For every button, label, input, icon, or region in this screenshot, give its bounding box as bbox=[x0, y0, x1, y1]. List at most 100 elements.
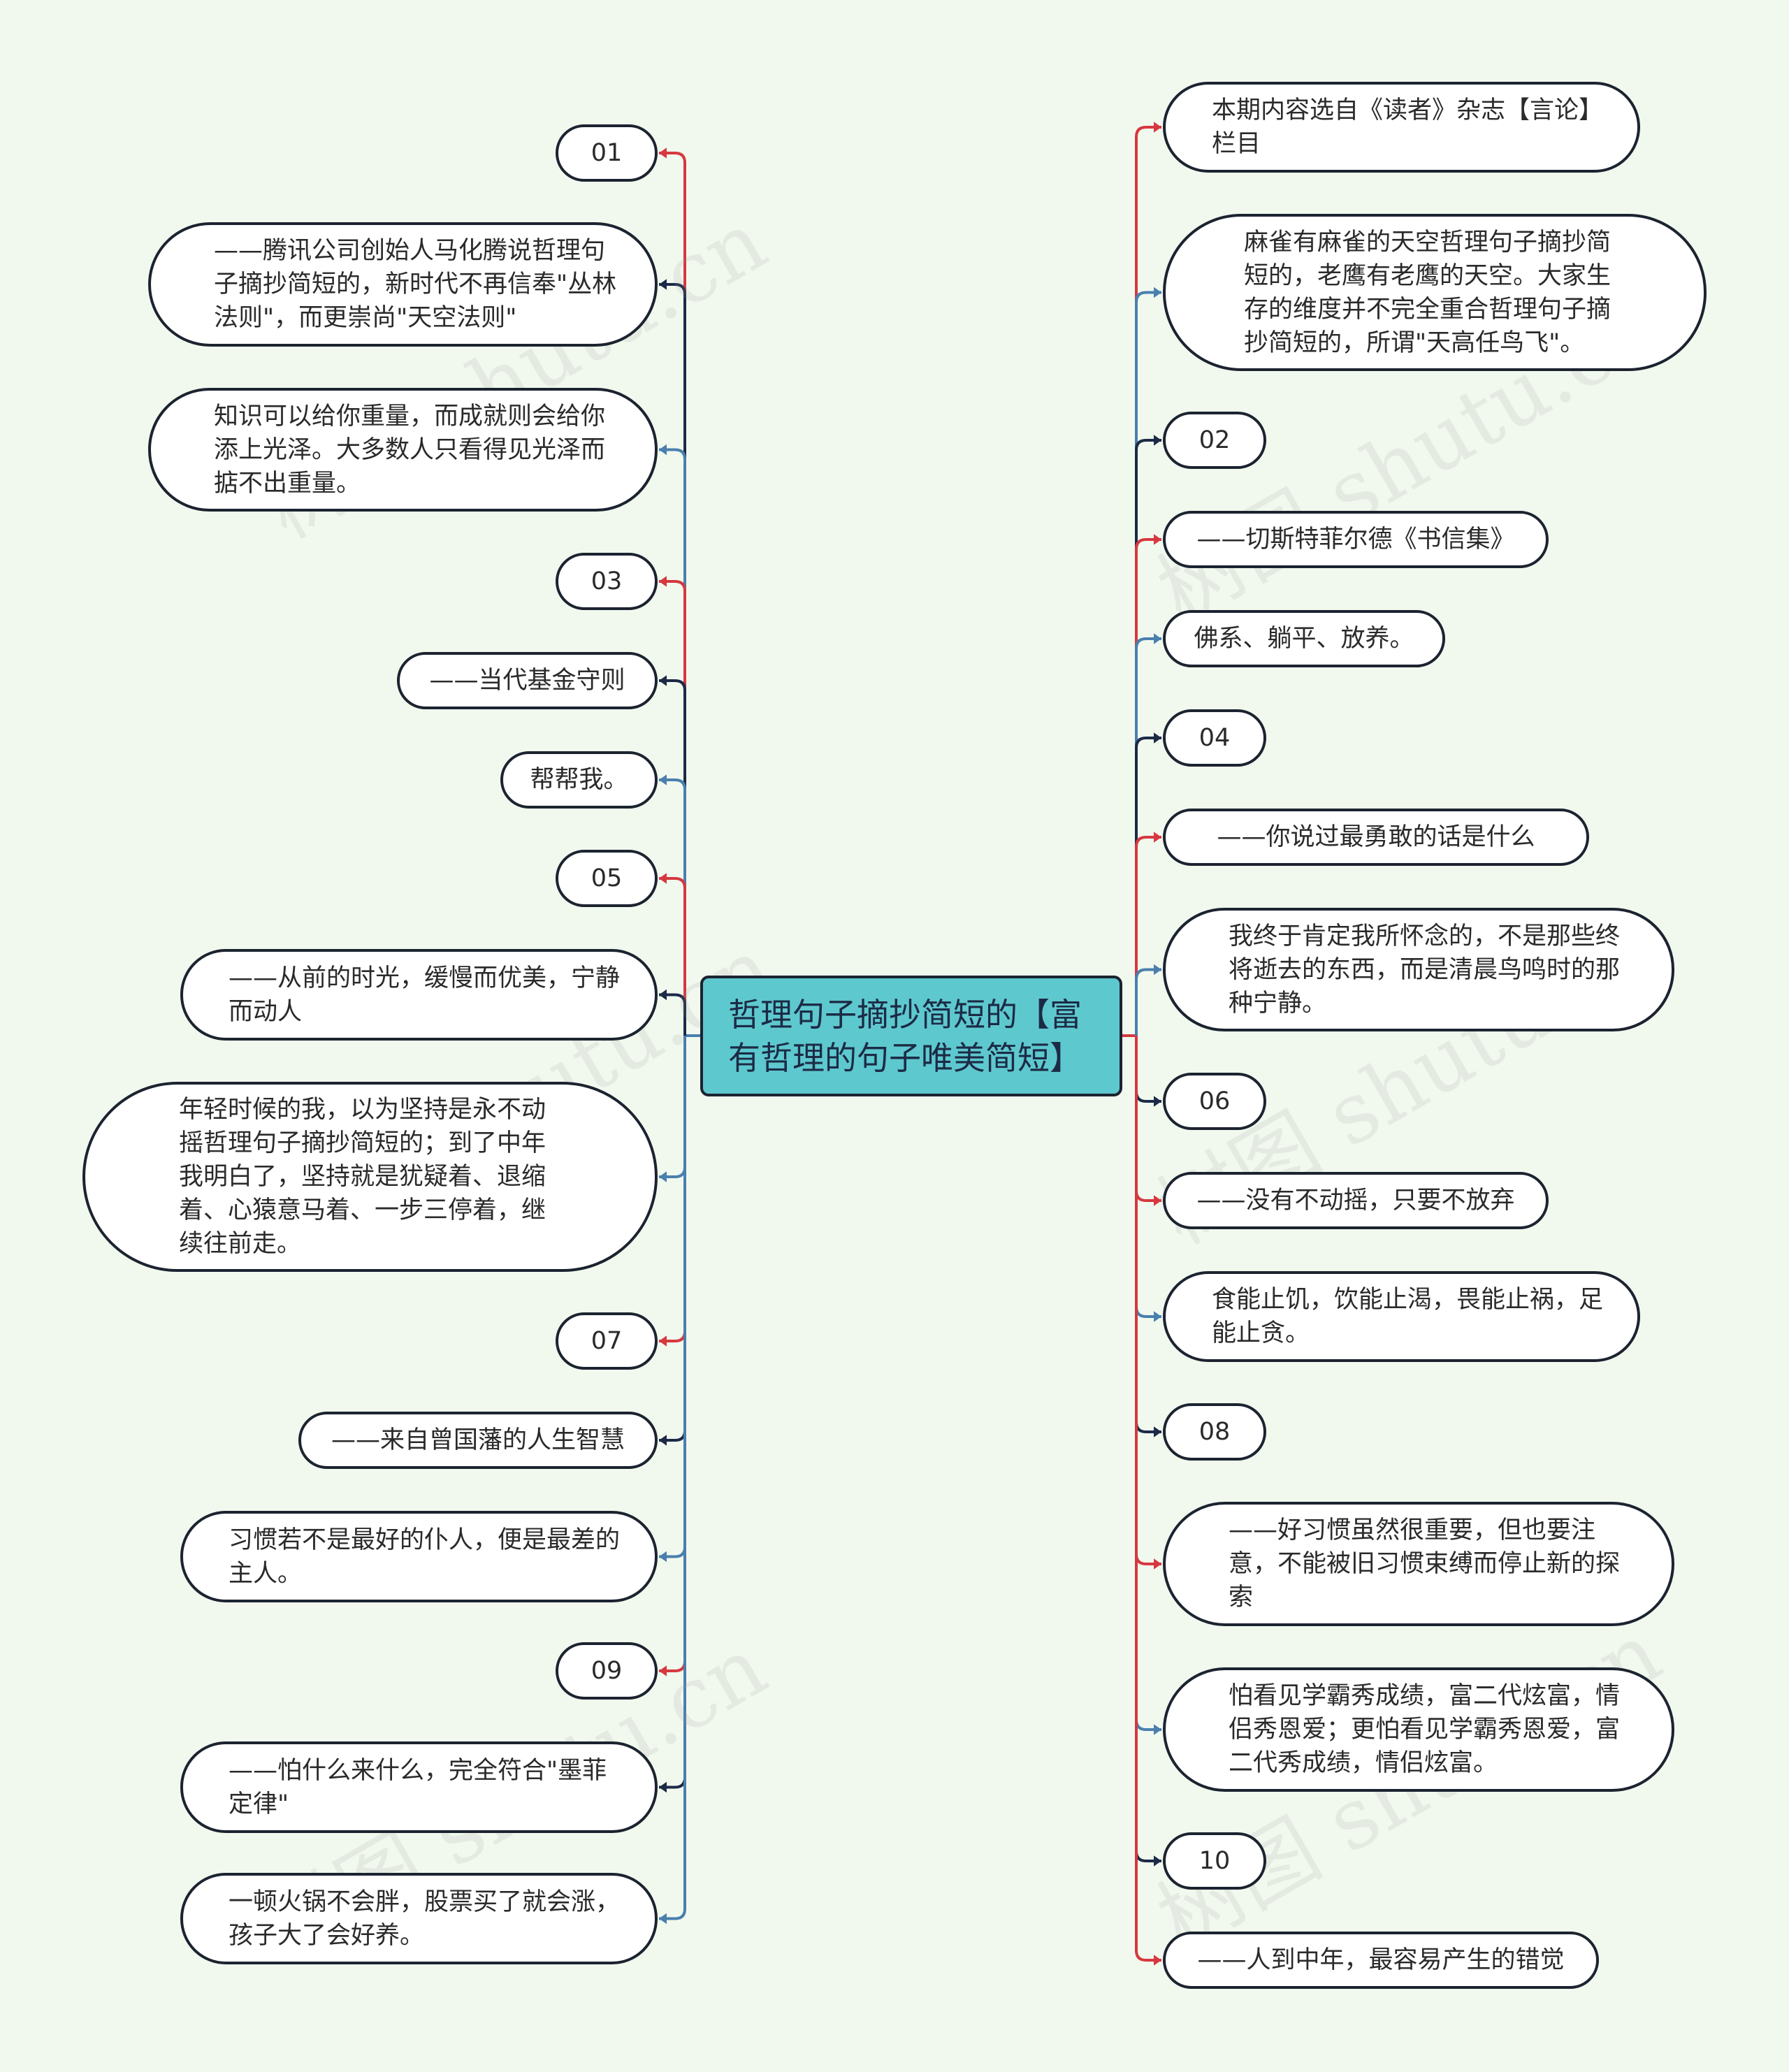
branch-connector bbox=[1135, 1036, 1161, 1731]
node-text[interactable]: 我终于肯定我所怀念的，不是那些终将逝去的东西，而是清晨鸟鸣时的那种宁静。 bbox=[1163, 908, 1674, 1031]
node-quote[interactable]: ——人到中年，最容易产生的错觉 bbox=[1163, 1932, 1599, 1989]
branch-connector bbox=[1135, 637, 1161, 1036]
branch-connector bbox=[659, 778, 686, 1036]
node-label: 04 bbox=[1198, 724, 1231, 752]
branch-connector bbox=[1135, 836, 1161, 1036]
connector-arrowhead bbox=[1154, 1855, 1161, 1867]
node-quote[interactable]: ——没有不动摇，只要不放弃 bbox=[1163, 1172, 1549, 1229]
connector-arrowhead bbox=[1154, 534, 1161, 545]
branch-connector bbox=[659, 152, 686, 1036]
connector-arrowhead bbox=[1154, 1195, 1161, 1206]
connector-arrowhead bbox=[659, 279, 667, 290]
connector-arrowhead bbox=[1154, 1724, 1161, 1735]
connector-arrowhead bbox=[659, 1665, 667, 1676]
node-label: ——来自曾国藩的人生智慧 bbox=[331, 1426, 625, 1454]
node-04[interactable]: 04 bbox=[1163, 709, 1266, 767]
node-label: 09 bbox=[591, 1657, 623, 1685]
node-label: ——人到中年，最容易产生的错觉 bbox=[1197, 1946, 1565, 1974]
branch-connector bbox=[1135, 1036, 1161, 1862]
branch-connector bbox=[1135, 538, 1161, 1036]
branch-connector bbox=[659, 448, 686, 1036]
connector-arrowhead bbox=[1154, 1558, 1161, 1570]
connector-arrowhead bbox=[1154, 832, 1161, 843]
node-03[interactable]: 03 bbox=[556, 553, 658, 610]
branch-connector bbox=[659, 877, 686, 1036]
root-topic-label: 哲理句子摘抄简短的【富有哲理的句子唯美简短】 bbox=[728, 995, 1082, 1077]
node-label: 麻雀有麻雀的天空哲理句子摘抄简短的，老鹰有老鹰的天空。大家生存的维度并不完全重合… bbox=[1244, 228, 1611, 357]
branch-connector bbox=[1135, 1036, 1161, 1103]
root-topic[interactable]: 哲理句子摘抄简短的【富有哲理的句子唯美简短】 bbox=[700, 976, 1122, 1096]
node-07[interactable]: 07 bbox=[556, 1312, 658, 1370]
branch-connector bbox=[659, 1036, 686, 1558]
branch-connector bbox=[1135, 1036, 1161, 1202]
node-quote[interactable]: ——好习惯虽然很重要，但也要注意，不能被旧习惯束缚而停止新的探索 bbox=[1163, 1502, 1674, 1626]
node-label: ——腾讯公司创始人马化腾说哲理句子摘抄简短的，新时代不再信奉"丛林法则"，而更崇… bbox=[214, 237, 617, 332]
connector-arrowhead bbox=[659, 1913, 667, 1925]
branch-connector bbox=[659, 1036, 686, 1342]
node-label: ——没有不动摇，只要不放弃 bbox=[1196, 1187, 1515, 1215]
node-quote[interactable]: ——你说过最勇敢的话是什么 bbox=[1163, 809, 1589, 866]
node-02[interactable]: 02 bbox=[1163, 412, 1266, 469]
connector-arrowhead bbox=[1154, 1955, 1161, 1966]
branch-connector bbox=[659, 1036, 686, 1789]
node-quote[interactable]: ——当代基金守则 bbox=[397, 652, 658, 709]
connector-arrowhead bbox=[1154, 1426, 1161, 1437]
node-label: 佛系、躺平、放养。 bbox=[1194, 625, 1414, 653]
branch-connector bbox=[1135, 291, 1161, 1036]
node-label: 06 bbox=[1198, 1087, 1231, 1115]
connector-arrowhead bbox=[659, 1551, 667, 1563]
node-label: 食能止饥，饮能止渴，畏能止祸，足能止贪。 bbox=[1212, 1286, 1604, 1347]
node-intro[interactable]: 本期内容选自《读者》杂志【言论】栏目 bbox=[1163, 82, 1640, 173]
node-text[interactable]: 食能止饥，饮能止渴，畏能止祸，足能止贪。 bbox=[1163, 1271, 1640, 1362]
branch-connector bbox=[659, 283, 686, 1036]
node-label: ——好习惯虽然很重要，但也要注意，不能被旧习惯束缚而停止新的探索 bbox=[1229, 1516, 1621, 1611]
node-label: 习惯若不是最好的仆人，便是最差的主人。 bbox=[229, 1526, 621, 1588]
node-text[interactable]: 帮帮我。 bbox=[500, 751, 658, 809]
node-quote[interactable]: ——来自曾国藩的人生智慧 bbox=[298, 1412, 658, 1469]
node-06[interactable]: 06 bbox=[1163, 1073, 1266, 1130]
connector-arrowhead bbox=[659, 675, 667, 686]
branch-connector bbox=[659, 1036, 686, 1178]
node-quote[interactable]: ——从前的时光，缓慢而优美，宁静而动人 bbox=[180, 949, 658, 1041]
node-quote[interactable]: ——怕什么来什么，完全符合"墨菲定律" bbox=[180, 1741, 658, 1833]
node-text[interactable]: 麻雀有麻雀的天空哲理句子摘抄简短的，老鹰有老鹰的天空。大家生存的维度并不完全重合… bbox=[1163, 214, 1707, 371]
connector-arrowhead bbox=[659, 1335, 667, 1347]
node-05[interactable]: 05 bbox=[556, 850, 658, 907]
connector-arrowhead bbox=[1154, 1096, 1161, 1107]
node-10[interactable]: 10 bbox=[1163, 1832, 1266, 1890]
node-text[interactable]: 佛系、躺平、放养。 bbox=[1163, 610, 1445, 667]
node-label: 我终于肯定我所怀念的，不是那些终将逝去的东西，而是清晨鸟鸣时的那种宁静。 bbox=[1229, 922, 1621, 1017]
node-text[interactable]: 一顿火锅不会胖，股票买了就会涨，孩子大了会好养。 bbox=[180, 1873, 658, 1964]
node-label: ——切斯特菲尔德《书信集》 bbox=[1196, 526, 1515, 553]
connector-arrowhead bbox=[1154, 435, 1161, 446]
node-label: 05 bbox=[591, 864, 623, 892]
connector-arrowhead bbox=[659, 873, 667, 884]
node-09[interactable]: 09 bbox=[556, 1642, 658, 1700]
branch-connector bbox=[659, 580, 686, 1036]
node-01[interactable]: 01 bbox=[556, 124, 658, 182]
node-label: ——怕什么来什么，完全符合"墨菲定律" bbox=[229, 1756, 607, 1818]
connector-arrowhead bbox=[659, 576, 667, 587]
connector-arrowhead bbox=[1154, 964, 1161, 976]
connector-arrowhead bbox=[659, 147, 667, 159]
node-label: 本期内容选自《读者》杂志【言论】栏目 bbox=[1212, 96, 1604, 158]
node-label: ——当代基金守则 bbox=[429, 667, 625, 695]
node-quote[interactable]: ——切斯特菲尔德《书信集》 bbox=[1163, 511, 1549, 568]
node-label: 怕看见学霸秀成绩，富二代炫富，情侣秀恩爱；更怕看见学霸秀恩爱，富二代秀成绩，情侣… bbox=[1229, 1682, 1621, 1777]
node-label: 年轻时候的我，以为坚持是永不动摇哲理句子摘抄简短的；到了中年我明白了，坚持就是犹… bbox=[179, 1096, 546, 1258]
connector-arrowhead bbox=[1154, 1311, 1161, 1322]
connector-arrowhead bbox=[1154, 287, 1161, 298]
connector-arrowhead bbox=[659, 1435, 667, 1446]
node-08[interactable]: 08 bbox=[1163, 1403, 1266, 1461]
node-text[interactable]: 年轻时候的我，以为坚持是永不动摇哲理句子摘抄简短的；到了中年我明白了，坚持就是犹… bbox=[82, 1082, 658, 1272]
node-text[interactable]: 习惯若不是最好的仆人，便是最差的主人。 bbox=[180, 1511, 658, 1602]
node-text[interactable]: 怕看见学霸秀成绩，富二代炫富，情侣秀恩爱；更怕看见学霸秀恩爱，富二代秀成绩，情侣… bbox=[1163, 1667, 1674, 1792]
connector-arrowhead bbox=[1154, 633, 1161, 644]
connector-arrowhead bbox=[659, 1781, 667, 1793]
branch-connector bbox=[659, 679, 686, 1036]
node-text[interactable]: 知识可以给你重量，而成就则会给你添上光泽。大多数人只看得见光泽而掂不出重量。 bbox=[148, 388, 658, 512]
branch-connector bbox=[1135, 1036, 1161, 1565]
branch-connector bbox=[1135, 1036, 1161, 1318]
node-quote[interactable]: ——腾讯公司创始人马化腾说哲理句子摘抄简短的，新时代不再信奉"丛林法则"，而更崇… bbox=[148, 222, 658, 347]
